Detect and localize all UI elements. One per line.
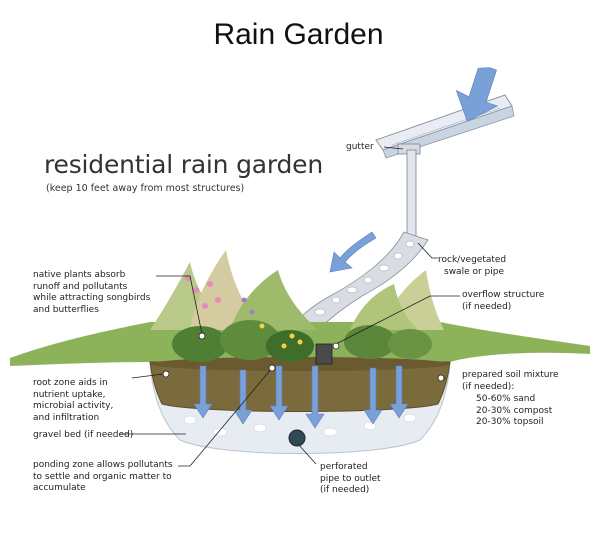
perforated-pipe-graphic: [288, 429, 306, 447]
runoff-arrow: [329, 231, 377, 273]
overflow-structure-graphic: [315, 343, 333, 365]
rainfall-arrow: [455, 67, 499, 122]
swale-rocks: [301, 240, 415, 328]
label-overflow-structure: overflow structure(if needed): [462, 290, 545, 312]
ponding-surface: [150, 357, 450, 371]
native-plants-graphic: [150, 250, 444, 362]
label-soil-mixture: prepared soil mixture(if needed):: [462, 370, 559, 392]
diagram-subtitle: residential rain garden: [44, 150, 323, 179]
distance-note: (keep 10 feet away from most structures): [46, 183, 245, 194]
page-title: Rain Garden: [213, 18, 384, 51]
leader-dots: [162, 332, 445, 382]
gravel-stones: [183, 413, 417, 437]
downspout-graphic: [404, 149, 419, 247]
leader-lines: [120, 146, 460, 467]
label-gravel-bed: gravel bed (if needed): [33, 430, 134, 440]
infiltration-arrows: [193, 365, 409, 429]
label-gutter: gutter: [346, 142, 374, 152]
